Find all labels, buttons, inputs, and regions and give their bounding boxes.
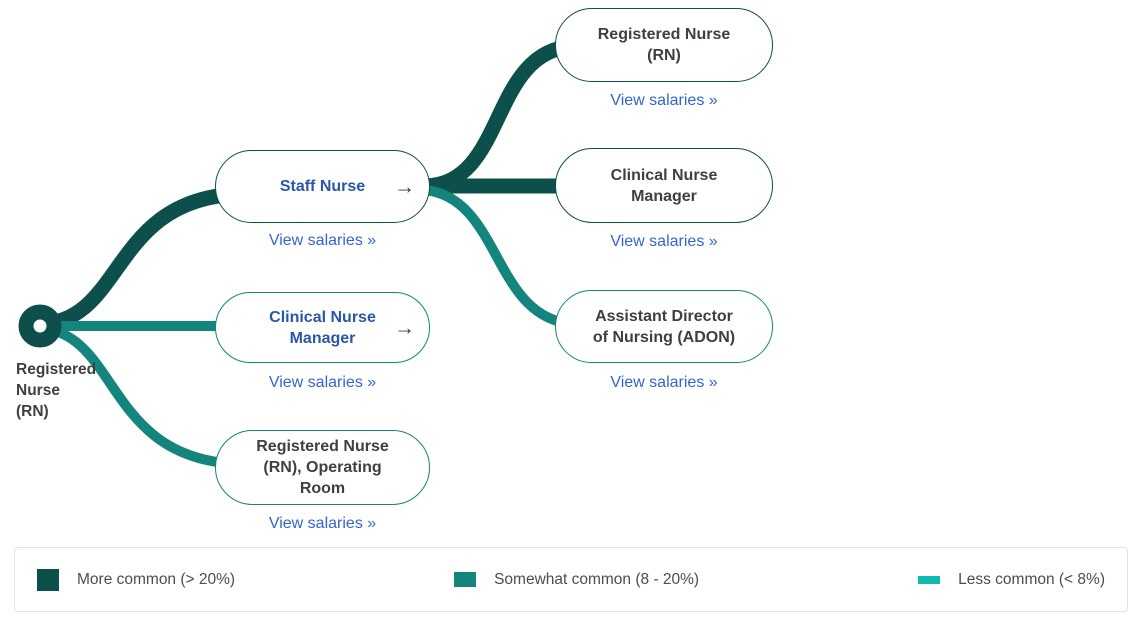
edge-root-to-rn-operating-room [39,323,241,469]
legend-label: Somewhat common (8 - 20%) [494,570,700,588]
view-salaries-link-registered-nurse-right[interactable]: View salaries » [610,92,718,109]
node-title: Manager [289,329,356,347]
view-salaries-link-rn-operating-room[interactable]: View salaries » [268,515,377,532]
view-salaries-link-clinical-nurse-manager-right[interactable]: View salaries » [610,233,718,250]
legend-label: Less common (< 8%) [958,570,1105,588]
node-clinical-nurse-manager-right: Clinical Nurse Manager [555,148,773,223]
edge-root-to-staff-nurse [39,186,241,332]
legend-item-less-common: Less common (< 8%) [918,571,1105,589]
root-label-line: Registered [16,361,97,378]
view-salaries-link-staff-nurse[interactable]: View salaries » [268,232,377,249]
node-title: (RN), Operating [263,459,382,476]
node-title: Registered Nurse [256,438,389,455]
arrow-right-icon: → [394,175,415,198]
node-adon: Assistant Director of Nursing (ADON) [555,290,773,363]
root-node-label: Registered Nurse (RN) [16,359,96,422]
node-title: Assistant Director [595,307,733,325]
node-registered-nurse-right: Registered Nurse (RN) [555,8,773,82]
root-label-line: Nurse [16,382,60,399]
node-clinical-nurse-manager-mid[interactable]: Clinical Nurse Manager → [215,292,430,363]
legend: More common (> 20%) Somewhat common (8 -… [14,547,1128,612]
node-title: (RN) [647,47,681,64]
node-title: Clinical Nurse [269,308,376,326]
legend-item-more-common: More common (> 20%) [37,568,236,591]
root-node-dot [18,304,62,348]
node-title: Staff Nurse [279,178,366,195]
legend-label: More common (> 20%) [77,570,236,588]
legend-swatch-less-common [918,575,941,584]
node-rn-operating-room: Registered Nurse (RN), Operating Room [215,430,430,505]
legend-swatch-somewhat-common [454,572,477,587]
node-staff-nurse[interactable]: Staff Nurse → [215,150,430,223]
view-salaries-link-clinical-nurse-manager-mid[interactable]: View salaries » [268,374,377,391]
node-title: Registered Nurse [597,26,731,43]
node-title: Manager [631,187,697,205]
node-title: Clinical Nurse [610,166,718,184]
node-title: of Nursing (ADON) [592,328,736,346]
view-salaries-link-adon[interactable]: View salaries » [610,374,718,391]
legend-swatch-more-common [37,568,59,591]
root-label-line: (RN) [16,403,49,420]
node-title: Room [299,480,346,497]
edge-staff-nurse-to-registered-nurse [424,38,576,194]
edge-staff-nurse-to-adon [424,185,576,329]
legend-item-somewhat-common: Somewhat common (8 - 20%) [454,571,699,589]
arrow-right-icon: → [394,316,415,339]
